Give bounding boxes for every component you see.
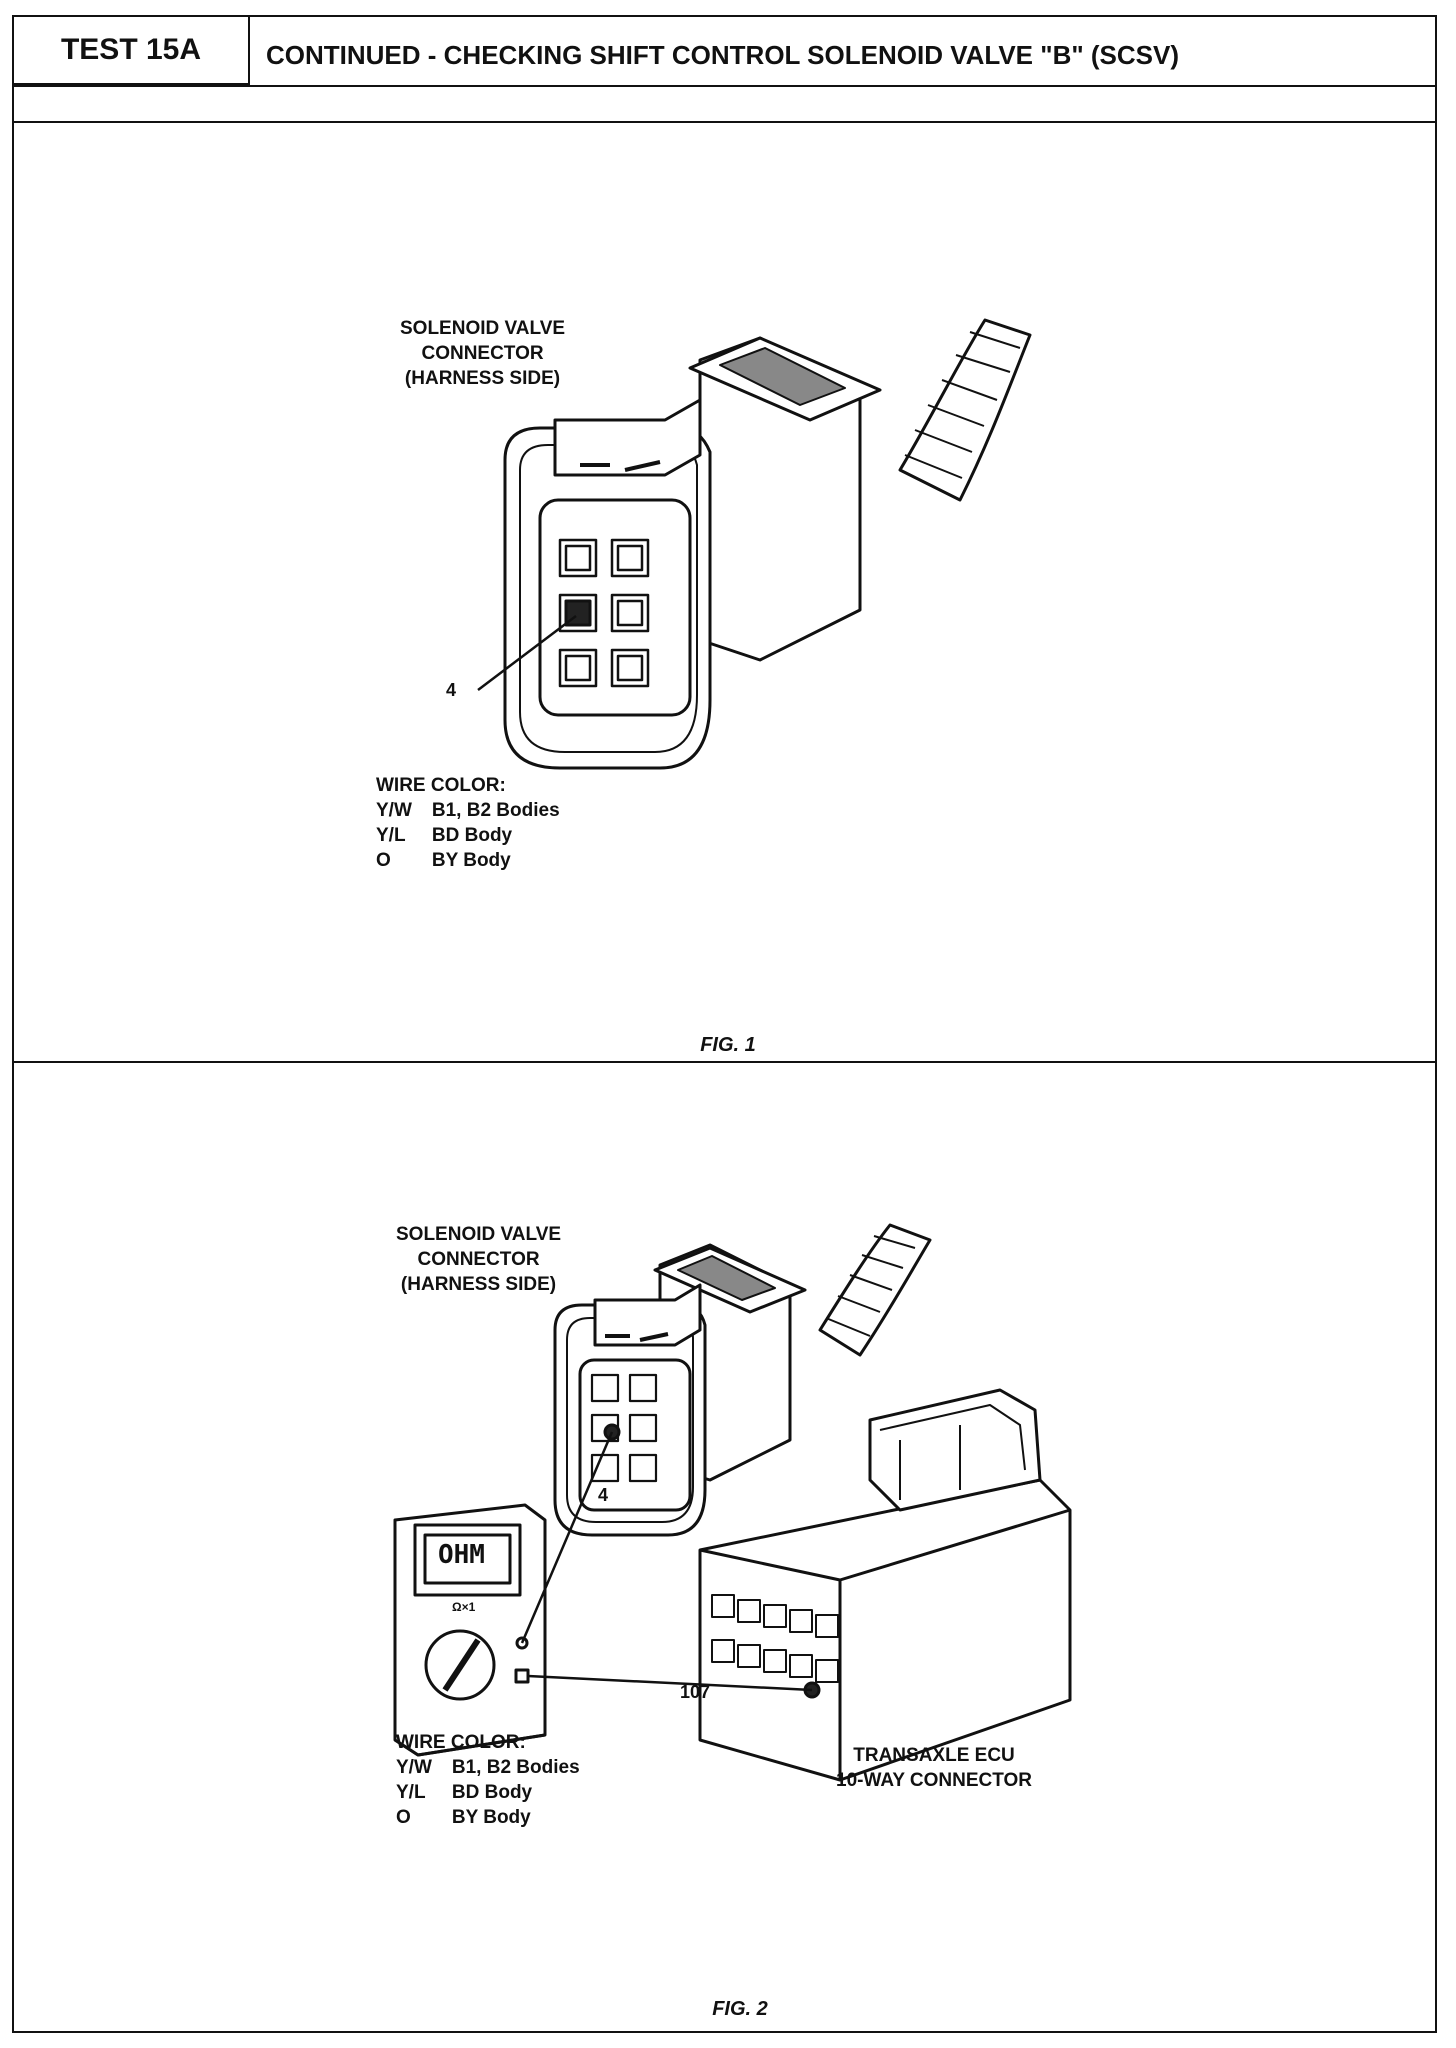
fig2-multimeter-jack-2 (514, 1668, 530, 1684)
header-bar: TEST 15A CONTINUED - CHECKING SHIFT CONT… (14, 17, 1435, 87)
figure-divider (14, 1061, 1435, 1063)
fig2-connector-label-line-2: CONNECTOR (417, 1249, 540, 1270)
header-band (14, 87, 1435, 123)
fig2-connector-label-line-3: (HARNESS SIDE) (400, 1274, 557, 1295)
wire-color-code: O (396, 1807, 411, 1828)
wire-color-code: Y/L (396, 1782, 426, 1803)
fig2-ecu-label: TRANSAXLE ECU 10-WAY CONNECTOR (836, 1743, 1032, 1793)
wire-color-code: O (376, 850, 391, 871)
fig1-connector-label-line-3: (HARNESS SIDE) (404, 368, 561, 389)
fig2-multimeter-screen (423, 1533, 512, 1585)
wire-color-row: Y/L BD Body (396, 1780, 600, 1805)
fig2-test-lead-2 (527, 1674, 813, 1692)
fig2-ecu-label-line-1: TRANSAXLE ECU (853, 1745, 1015, 1766)
wire-color-desc: B1, B2 Bodies (431, 800, 560, 821)
fig1-connector-top-block (553, 398, 702, 477)
fig2-pin-cavities (590, 1373, 658, 1483)
wire-color-desc: BY Body (451, 1807, 531, 1828)
fig2-test-lead-1 (520, 1431, 614, 1644)
page-frame: TEST 15A CONTINUED - CHECKING SHIFT CONT… (12, 15, 1437, 2033)
wire-color-code: Y/W (396, 1757, 432, 1778)
fig2-connector-label: SOLENOID VALVE CONNECTOR (HARNESS SIDE) (396, 1222, 561, 1297)
wire-color-desc: BD Body (451, 1782, 533, 1803)
fig2-wire-color-legend: WIRE COLOR: Y/W B1, B2 Bodies Y/L BD Bod… (396, 1730, 600, 1830)
fig1-pin-label: 4 (446, 680, 457, 700)
wire-color-row: Y/W B1, B2 Bodies (376, 798, 580, 823)
fig2-connector-label-line-1: SOLENOID VALVE (396, 1224, 562, 1245)
wire-color-row: Y/W B1, B2 Bodies (396, 1755, 600, 1780)
fig1-wire-color-legend: WIRE COLOR: Y/W B1, B2 Bodies Y/L BD Bod… (376, 773, 580, 873)
fig2-harness-wire (818, 1223, 932, 1357)
fig1-connector-label-line-2: CONNECTOR (421, 343, 544, 364)
fig2-ecu-pin-label: 107 (680, 1682, 711, 1702)
wire-color-code: Y/L (376, 825, 406, 846)
wire-color-desc: BD Body (431, 825, 513, 846)
fig2-wire-color-heading: WIRE COLOR: (396, 1732, 526, 1753)
wire-color-desc: BY Body (431, 850, 511, 871)
fig2-caption: FIG. 2 (712, 1998, 768, 2020)
fig2-multimeter-range: Ω×1 (452, 1600, 476, 1614)
fig2-ecu-connector-body (698, 1478, 1072, 1782)
fig1-connector-label: SOLENOID VALVE CONNECTOR (HARNESS SIDE) (400, 316, 565, 391)
fig1-pin-4-leader (477, 615, 577, 691)
fig2-pin-label: 4 (598, 1485, 609, 1505)
fig1-wire-color-heading: WIRE COLOR: (376, 775, 506, 796)
wire-color-row: Y/L BD Body (376, 823, 580, 848)
fig2-wire-color-table: Y/W B1, B2 Bodies Y/L BD Body O BY Body (396, 1755, 600, 1830)
wire-color-code: Y/W (376, 800, 412, 821)
fig2-ecu-terminals (711, 1594, 839, 1683)
fig1-connector-drawing (477, 318, 1032, 770)
page-title: CONTINUED - CHECKING SHIFT CONTROL SOLEN… (266, 40, 1180, 70)
test-number-label: TEST 15A (14, 17, 250, 85)
fig1-wire-color-table: Y/W B1, B2 Bodies Y/L BD Body O BY Body (376, 798, 580, 873)
fig2-multimeter-display: OHM (438, 1540, 485, 1570)
wire-color-desc: B1, B2 Bodies (451, 1757, 580, 1778)
fig1-connector-label-line-1: SOLENOID VALVE (400, 318, 566, 339)
fig1-harness-wire (898, 318, 1032, 502)
wire-color-row: O BY Body (396, 1805, 600, 1830)
fig1-caption: FIG. 1 (700, 1034, 756, 1056)
wire-color-row: O BY Body (376, 848, 580, 873)
fig2-ecu-label-line-2: 10-WAY CONNECTOR (836, 1770, 1033, 1791)
fig1-pin-4-terminal (564, 599, 592, 627)
